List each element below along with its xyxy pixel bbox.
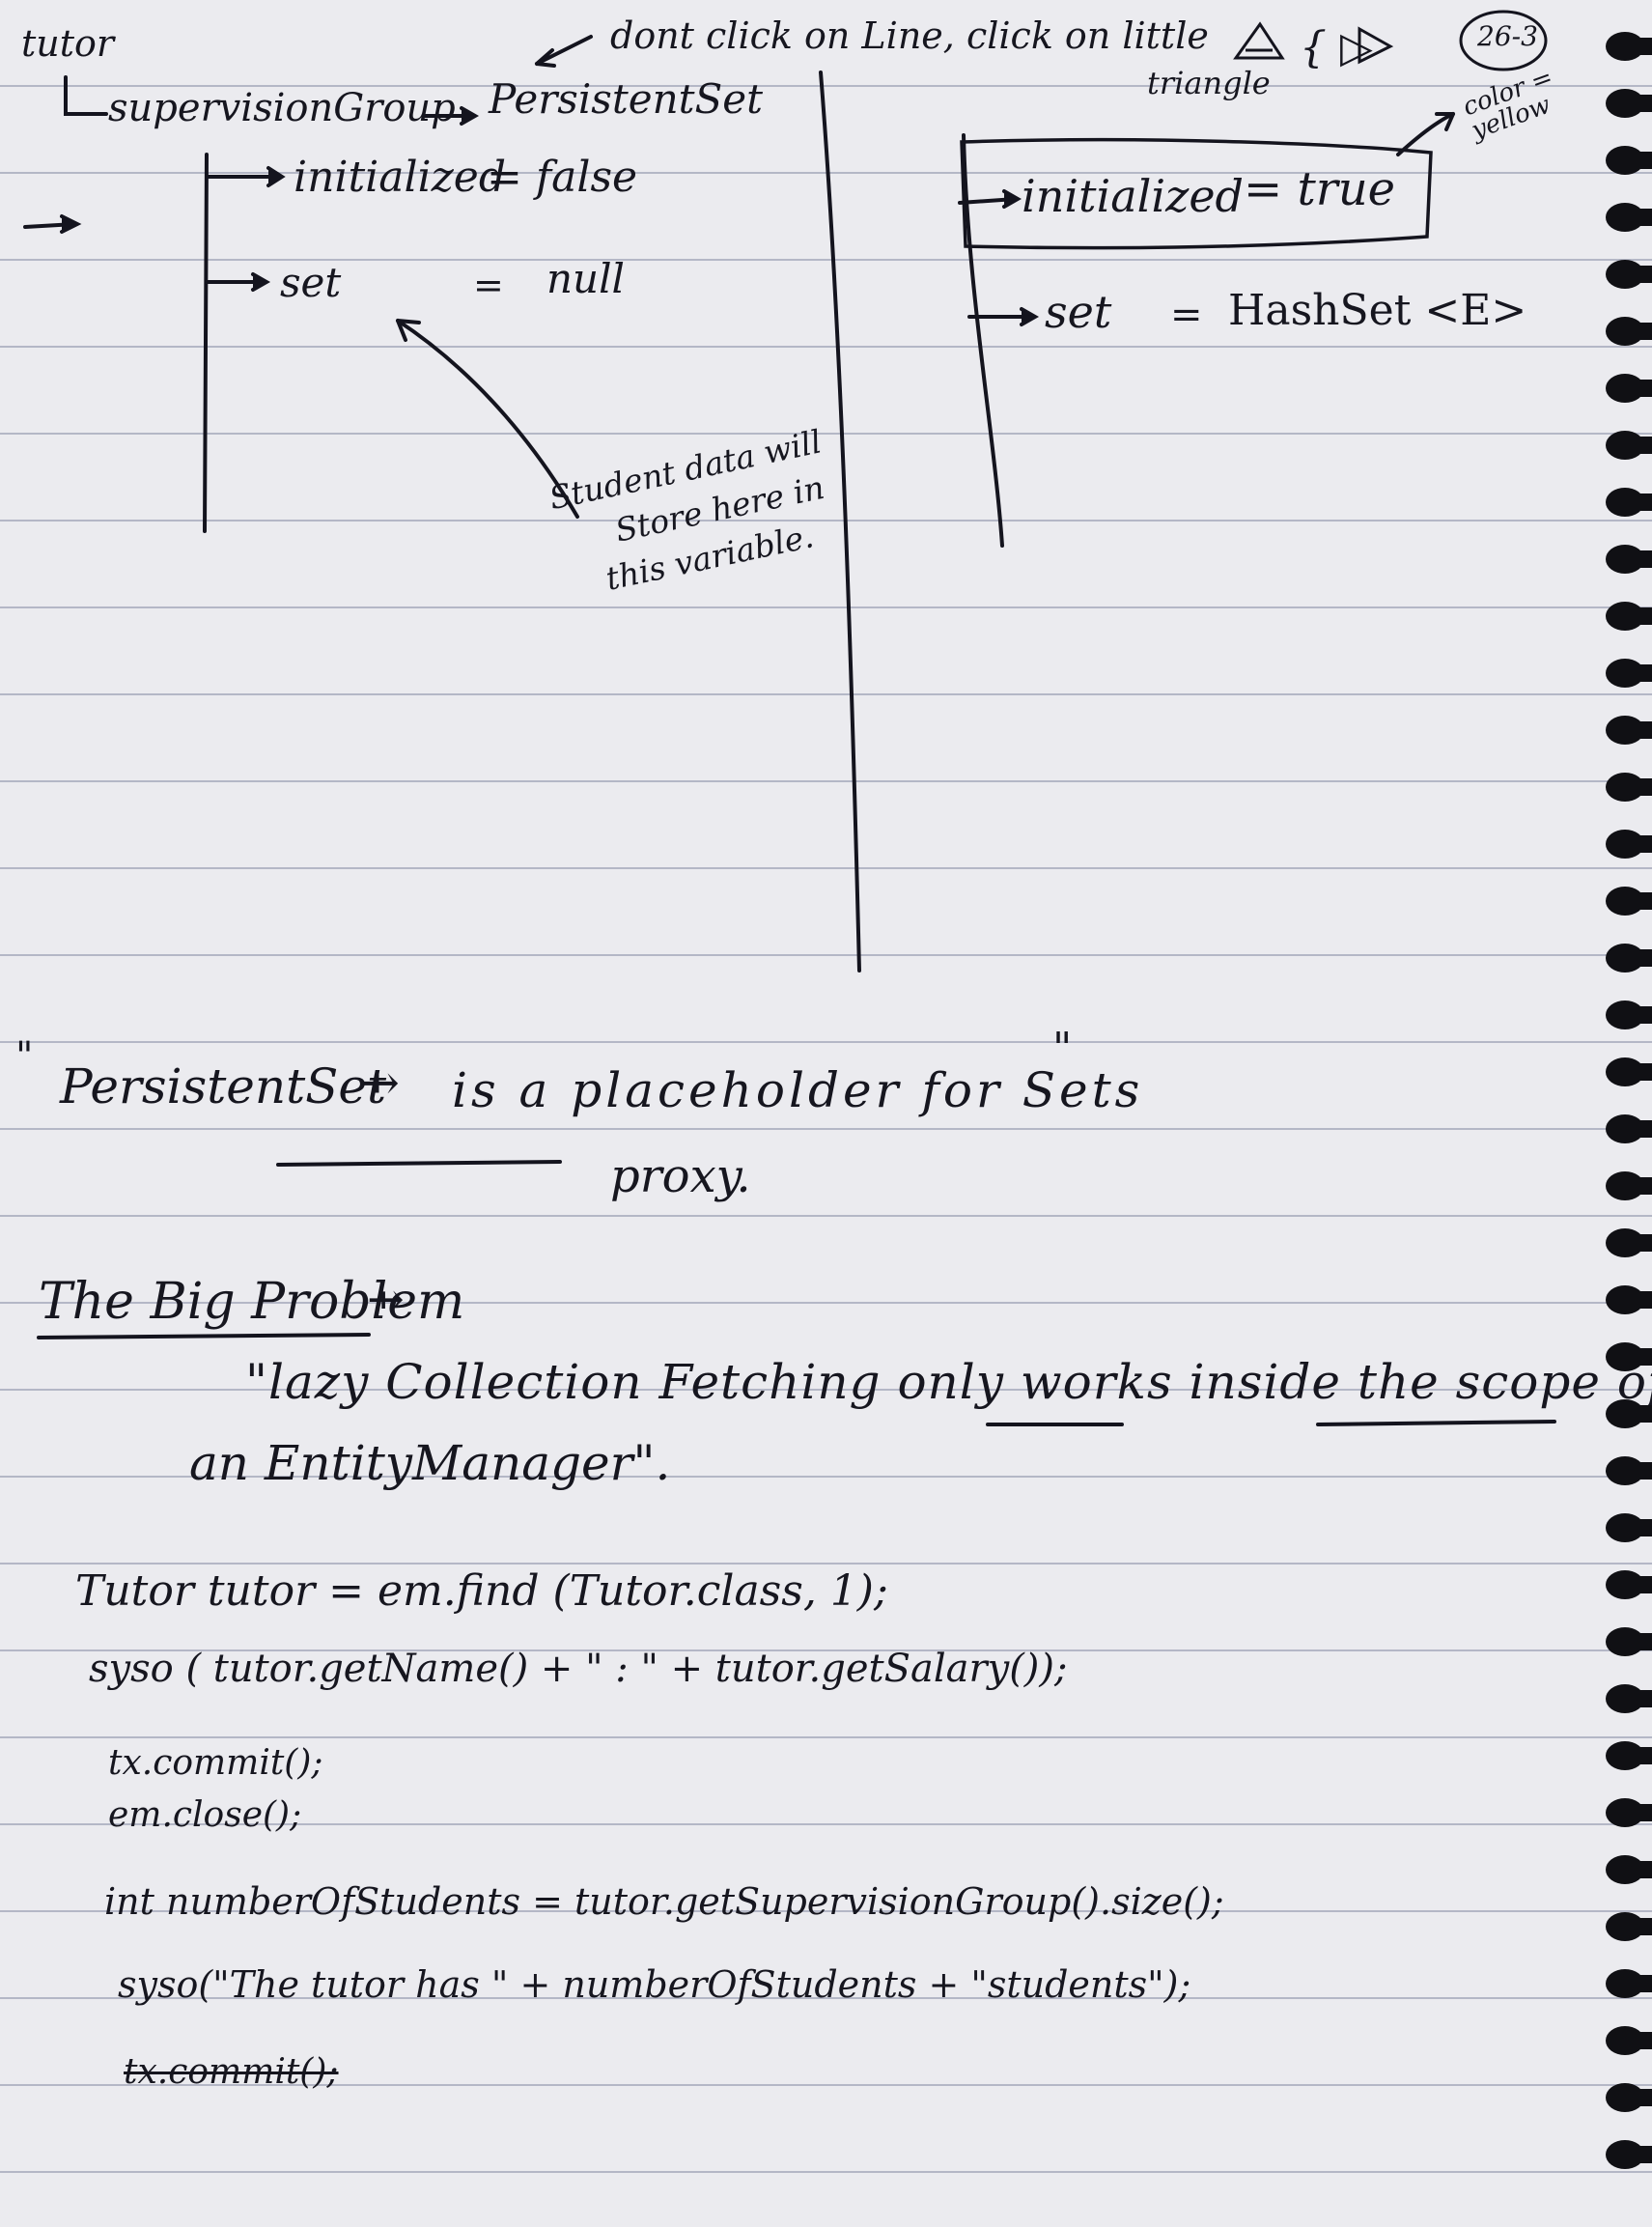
relation-hook	[64, 75, 108, 116]
spiral-wire	[1629, 949, 1652, 967]
section-heading: The Big Problem	[39, 1273, 465, 1331]
spiral-wire	[1629, 2089, 1652, 2106]
spiral-wire	[1629, 1348, 1652, 1366]
spiral-wire	[1629, 1975, 1652, 1992]
tip-word: triangle	[1147, 65, 1271, 101]
right-initialized-label: initialized	[1022, 170, 1244, 222]
spiral-wire	[1629, 2032, 1652, 2049]
code-line-size: int numberOfStudents = tutor.getSupervis…	[104, 1880, 1224, 1923]
left-set-label: set	[280, 259, 342, 306]
spiral-wire	[1629, 95, 1652, 112]
tip-text: dont click on Line, click on little	[610, 14, 1209, 57]
spiral-wire	[1629, 1747, 1652, 1764]
page-number-circle	[1459, 10, 1548, 71]
spiral-wire	[1629, 1006, 1652, 1024]
spiral-wire	[1629, 437, 1652, 454]
quote-close: "	[1052, 1024, 1073, 1073]
spiral-wire	[1629, 1462, 1652, 1480]
spiral-wire	[1629, 1234, 1652, 1252]
divider-line	[819, 70, 861, 973]
spiral-wire	[1629, 1576, 1652, 1593]
code-line-commit: tx.commit();	[108, 1743, 323, 1783]
section-quote-line1: "lazy Collection Fetching only works ins…	[245, 1354, 1652, 1410]
spiral-wire	[1629, 38, 1652, 55]
spiral-wire	[1629, 550, 1652, 568]
spiral-wire	[1629, 2146, 1652, 2163]
spiral-wire	[1629, 323, 1652, 340]
spiral-wire	[1629, 1918, 1652, 1935]
spiral-wire	[1629, 380, 1652, 397]
spiral-wire	[1629, 1063, 1652, 1081]
entity-title: tutor	[21, 22, 115, 65]
spiral-wire	[1629, 493, 1652, 511]
spiral-wire	[1629, 1120, 1652, 1138]
right-set-label: set	[1045, 286, 1112, 338]
code-line-close: em.close();	[108, 1795, 302, 1835]
page-number: 26-3	[1477, 20, 1538, 52]
spiral-wire	[1629, 1804, 1652, 1821]
left-initialized-value: = false	[487, 153, 638, 202]
quote-arrow: ⇸	[359, 1055, 400, 1111]
spiral-binding	[1606, 32, 1652, 2169]
right-diagram-stem	[962, 133, 1004, 548]
relation-target: PersistentSet	[489, 75, 764, 123]
left-diagram-stem	[203, 153, 209, 533]
code-line-struck: tx.commit();	[124, 2052, 339, 2092]
spiral-wire	[1629, 835, 1652, 853]
right-set-eq: =	[1170, 293, 1203, 337]
spiral-wire	[1629, 1291, 1652, 1309]
left-set-eq: =	[473, 264, 504, 306]
proxy-word: proxy.	[610, 1149, 751, 1203]
spiral-wire	[1629, 664, 1652, 682]
spiral-wire	[1629, 209, 1652, 226]
relation-name: supervisionGroup	[108, 86, 456, 130]
annotation-arrow	[396, 319, 579, 519]
spiral-wire	[1629, 892, 1652, 910]
left-set-value: null	[546, 255, 625, 302]
spiral-wire	[1629, 1405, 1652, 1423]
section-quote-line2: an EntityManager".	[189, 1435, 671, 1491]
tip-symbols: { ▷	[1300, 23, 1373, 72]
spiral-wire	[1629, 721, 1652, 739]
code-line-print-count: syso("The tutor has " + numberOfStudents…	[118, 1963, 1191, 2006]
spiral-wire	[1629, 607, 1652, 625]
quote-predicate: is a placeholder for Sets	[452, 1062, 1144, 1118]
spiral-wire	[1629, 778, 1652, 796]
highlight-box	[960, 137, 1433, 250]
section-heading-arrow: ⇸	[367, 1273, 405, 1325]
code-line-print-name: syso ( tutor.getName() + " : " + tutor.g…	[89, 1647, 1068, 1691]
right-initialized-value: = true	[1244, 162, 1396, 216]
quote-open: "	[15, 1034, 34, 1079]
spiral-wire	[1629, 266, 1652, 283]
spiral-wire	[1629, 1861, 1652, 1878]
code-line-find: Tutor tutor = em.find (Tutor.class, 1);	[75, 1566, 888, 1616]
spiral-wire	[1629, 1177, 1652, 1195]
triangle-glyph	[1233, 21, 1285, 60]
spiral-wire	[1629, 152, 1652, 169]
quote-subject: PersistentSet	[60, 1058, 387, 1114]
left-initialized-label: initialized	[294, 153, 506, 202]
spiral-wire	[1629, 1633, 1652, 1650]
spiral-wire	[1629, 1519, 1652, 1536]
right-set-value: HashSet <E>	[1228, 286, 1527, 335]
spiral-wire	[1629, 1690, 1652, 1707]
